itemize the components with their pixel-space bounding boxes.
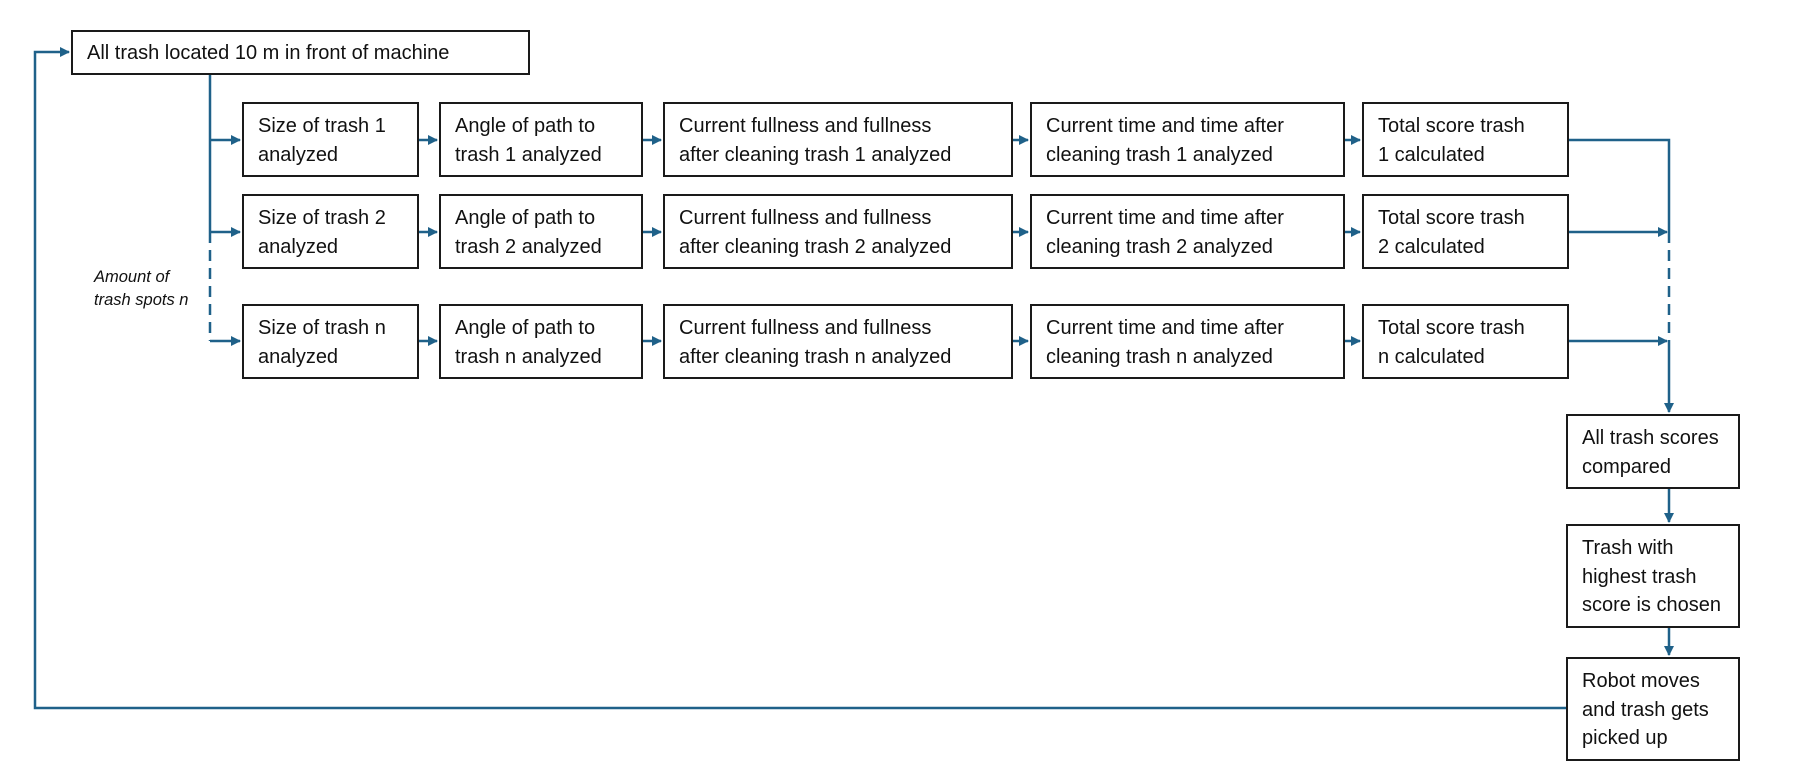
fullness-trash-2-box: Current fullness and fullness after clea…: [663, 194, 1013, 269]
score-trash-2-box: Total score trash 2 calculated: [1362, 194, 1569, 269]
angle-trash-2-box: Angle of path to trash 2 analyzed: [439, 194, 643, 269]
start-box: All trash located 10 m in front of machi…: [71, 30, 530, 75]
fullness-trash-1-box: Current fullness and fullness after clea…: [663, 102, 1013, 177]
time-trash-n-box: Current time and time after cleaning tra…: [1030, 304, 1345, 379]
trash-spots-note: Amount of trash spots n: [94, 268, 189, 309]
angle-trash-1-box: Angle of path to trash 1 analyzed: [439, 102, 643, 177]
size-trash-1-box: Size of trash 1 analyzed: [242, 102, 419, 177]
loop-back-arrow: [33, 47, 1566, 710]
size-trash-2-box: Size of trash 2 analyzed: [242, 194, 419, 269]
score-trash-n-box: Total score trash n calculated: [1362, 304, 1569, 379]
angle-trash-n-box: Angle of path to trash n analyzed: [439, 304, 643, 379]
time-trash-2-box: Current time and time after cleaning tra…: [1030, 194, 1345, 269]
score-trash-1-box: Total score trash 1 calculated: [1362, 102, 1569, 177]
size-trash-n-box: Size of trash n analyzed: [242, 304, 419, 379]
fullness-trash-n-box: Current fullness and fullness after clea…: [663, 304, 1013, 379]
robot-moves-box: Robot moves and trash gets picked up: [1566, 657, 1740, 761]
highest-score-chosen-box: Trash with highest trash score is chosen: [1566, 524, 1740, 628]
collector-line-1: [1569, 138, 1671, 232]
compare-scores-box: All trash scores compared: [1566, 414, 1740, 489]
time-trash-1-box: Current time and time after cleaning tra…: [1030, 102, 1345, 177]
